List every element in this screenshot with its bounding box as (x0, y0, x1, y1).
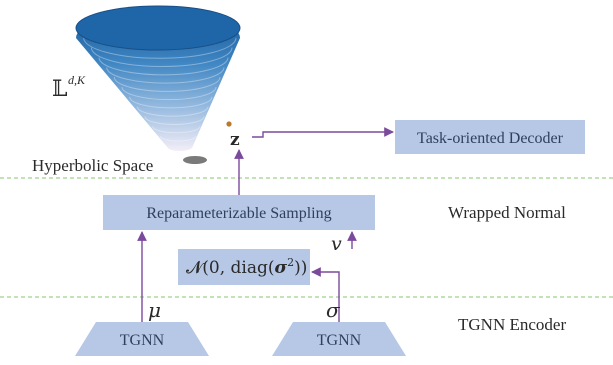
manifold-label: 𝕃 d,K (52, 73, 86, 102)
manifold-superscript: d,K (68, 73, 86, 87)
manifold-symbol: 𝕃 (52, 77, 67, 102)
cone-ring (144, 116, 205, 125)
decoder-label: Task-oriented Decoder (417, 130, 564, 147)
svg-text:𝓝(0, diag(σ2)): 𝓝(0, diag(σ2)) (186, 256, 307, 278)
cone-ring (152, 126, 201, 134)
cone-top-ellipse (75, 5, 241, 51)
normal-distribution-box: 𝓝(0, diag(σ2)) (178, 249, 310, 285)
hyperbolic-space-label: Hyperbolic Space (32, 156, 153, 175)
cone-ring (90, 47, 233, 68)
arrow-z-to-decoder (252, 127, 394, 138)
cone-rings (83, 37, 237, 142)
tgnn-left: TGNN (75, 322, 209, 356)
sampling-box: Reparameterizable Sampling (103, 195, 375, 230)
decoder-box: Task-oriented Decoder (395, 120, 585, 154)
cone-ring (106, 67, 225, 84)
cone-ring (121, 86, 217, 101)
cone-shadow (183, 156, 207, 164)
sigma-label: σ (326, 298, 341, 322)
cone-ring (83, 37, 237, 59)
tgnn-right: TGNN (272, 322, 406, 356)
cone-ring (136, 106, 209, 117)
latent-z-label: z (230, 130, 240, 150)
v-label: v (331, 233, 342, 255)
wrapped-normal-label: Wrapped Normal (448, 203, 566, 222)
cone-ring (129, 96, 213, 109)
tgnn-right-label: TGNN (317, 332, 362, 349)
arrows (137, 127, 394, 322)
tgnn-encoder-label: TGNN Encoder (458, 315, 566, 334)
normal-prefix: 𝓝(0, diag( (186, 258, 275, 278)
sampling-label: Reparameterizable Sampling (146, 205, 331, 222)
normal-sigma: σ (275, 258, 288, 278)
hyperbolic-cone (75, 5, 241, 164)
cone-ring (159, 136, 197, 142)
tgnn-left-label: TGNN (120, 332, 165, 349)
mu-label: μ (148, 298, 161, 322)
normal-power: 2 (287, 256, 294, 269)
arrow-sigma (311, 267, 340, 322)
normal-suffix: )) (294, 258, 307, 278)
latent-point (226, 121, 232, 127)
cone-ring (113, 77, 221, 92)
cone-ring (98, 57, 229, 76)
